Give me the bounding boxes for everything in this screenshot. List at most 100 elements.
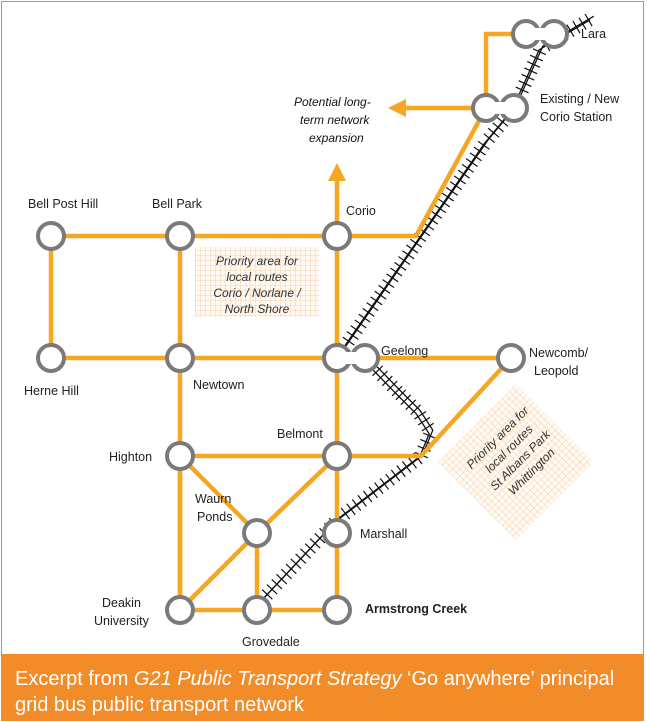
rail-tie xyxy=(300,548,312,559)
label-corio-station-1: Existing / New xyxy=(540,92,620,106)
label-bell-park: Bell Park xyxy=(152,197,203,211)
node-armstrong-creek xyxy=(322,595,352,625)
node-herne-hill xyxy=(36,343,66,373)
rail-tie xyxy=(469,152,482,162)
node-highton xyxy=(165,441,195,471)
rail-tie xyxy=(453,175,466,185)
rail-tie xyxy=(374,290,387,300)
rail-tie xyxy=(417,416,431,426)
node-newcomb xyxy=(496,343,526,373)
rail-tie xyxy=(280,568,292,580)
rail-tie xyxy=(396,465,406,478)
rail-tie xyxy=(521,73,535,81)
rail-tie xyxy=(290,558,302,569)
priority-north-line-3: Corio / Norlane / xyxy=(213,286,302,300)
route-corio-station xyxy=(337,106,488,239)
rail-tie xyxy=(304,543,316,554)
rail-tie xyxy=(342,336,355,346)
rail-tie xyxy=(473,146,486,156)
label-deakin-2: University xyxy=(94,614,150,628)
rail-tie xyxy=(457,169,470,179)
rail-tie xyxy=(386,273,399,283)
rail-tie xyxy=(295,553,307,564)
label-marshall: Marshall xyxy=(360,527,407,541)
priority-north-line-1: Priority area for xyxy=(216,254,299,268)
node-corio-station xyxy=(471,93,529,123)
rail-tie xyxy=(465,158,478,168)
rail-tie xyxy=(346,503,356,516)
rail-tie xyxy=(390,267,403,277)
caption-prefix: Excerpt from xyxy=(15,668,134,690)
rail-tie xyxy=(395,389,407,401)
station-labels: Lara Existing / New Corio Station Bell P… xyxy=(24,27,620,649)
route-waurn-belmont xyxy=(255,454,339,535)
rail-tie xyxy=(358,313,371,323)
rail-tie xyxy=(266,584,278,595)
label-newcomb-2: Leopold xyxy=(534,364,579,378)
label-armstrong-creek: Armstrong Creek xyxy=(365,602,467,616)
caption-suffix: ‘Go anywhere’ principal grid bus public … xyxy=(15,668,615,716)
node-corio xyxy=(322,221,352,251)
node-belmont xyxy=(322,441,352,471)
rail-tie xyxy=(483,133,495,144)
rail-tie xyxy=(394,261,407,271)
rail-tie xyxy=(362,490,373,503)
label-lara: Lara xyxy=(581,27,606,41)
rail-tie xyxy=(578,17,587,30)
rail-tie xyxy=(391,385,403,397)
rail-tie xyxy=(401,460,412,473)
rail-tie xyxy=(366,302,379,312)
rail-tie xyxy=(487,127,500,138)
rail-tie xyxy=(351,499,362,512)
rail-tie xyxy=(374,482,384,495)
rail-tie xyxy=(461,163,474,173)
rail-tie xyxy=(362,307,375,317)
rail-tie xyxy=(477,140,490,150)
rail-tie xyxy=(261,589,273,600)
rail-tie xyxy=(429,209,443,219)
rail-tie xyxy=(433,204,447,214)
rail-tie xyxy=(407,456,417,469)
expansion-note-line-1: Potential long- xyxy=(294,95,371,109)
label-deakin-1: Deakin xyxy=(102,596,141,610)
label-waurn-1: Waurn xyxy=(195,492,231,506)
rail-tie xyxy=(437,198,451,208)
rail-tie xyxy=(378,284,391,294)
rail-tie xyxy=(350,325,363,335)
rail-tie xyxy=(370,296,383,306)
rail-tie xyxy=(492,122,504,133)
expansion-note: Potential long- term network expansion xyxy=(294,95,371,145)
priority-zone-east xyxy=(438,384,594,540)
expansion-note-line-2: term network xyxy=(300,113,370,127)
rail-tie xyxy=(445,186,459,196)
rail-tie xyxy=(276,573,288,585)
rail-tie xyxy=(271,578,283,590)
rail-tie xyxy=(584,13,593,27)
rail-tie xyxy=(386,380,398,392)
rail-tie xyxy=(572,20,581,34)
label-waurn-2: Ponds xyxy=(197,510,232,524)
figure-caption: Excerpt from G21 Public Transport Strate… xyxy=(1,654,644,721)
rail-tie xyxy=(529,54,544,62)
rail-tie xyxy=(441,192,455,202)
rail-tie xyxy=(402,250,415,260)
rail-tie xyxy=(285,563,297,575)
priority-zone-north xyxy=(195,247,319,317)
rail-tie xyxy=(372,365,383,377)
station-nodes xyxy=(36,19,569,625)
route-newcomb-highton xyxy=(180,356,513,459)
label-herne-hill: Herne Hill xyxy=(24,384,79,398)
label-newtown: Newtown xyxy=(193,378,244,392)
rail-tie xyxy=(421,422,435,432)
rail-tie xyxy=(518,80,532,87)
label-corio-station-2: Corio Station xyxy=(540,110,612,124)
node-bell-post-hill xyxy=(36,221,66,251)
rail-tie xyxy=(449,181,463,191)
priority-north-line-2: local routes xyxy=(226,270,287,284)
rail-tie xyxy=(405,399,417,411)
rail-tie xyxy=(413,411,427,420)
route-highton-waurn xyxy=(178,454,259,535)
rail-tie xyxy=(515,86,529,94)
node-grovedale xyxy=(242,595,272,625)
label-belmont: Belmont xyxy=(277,427,323,441)
